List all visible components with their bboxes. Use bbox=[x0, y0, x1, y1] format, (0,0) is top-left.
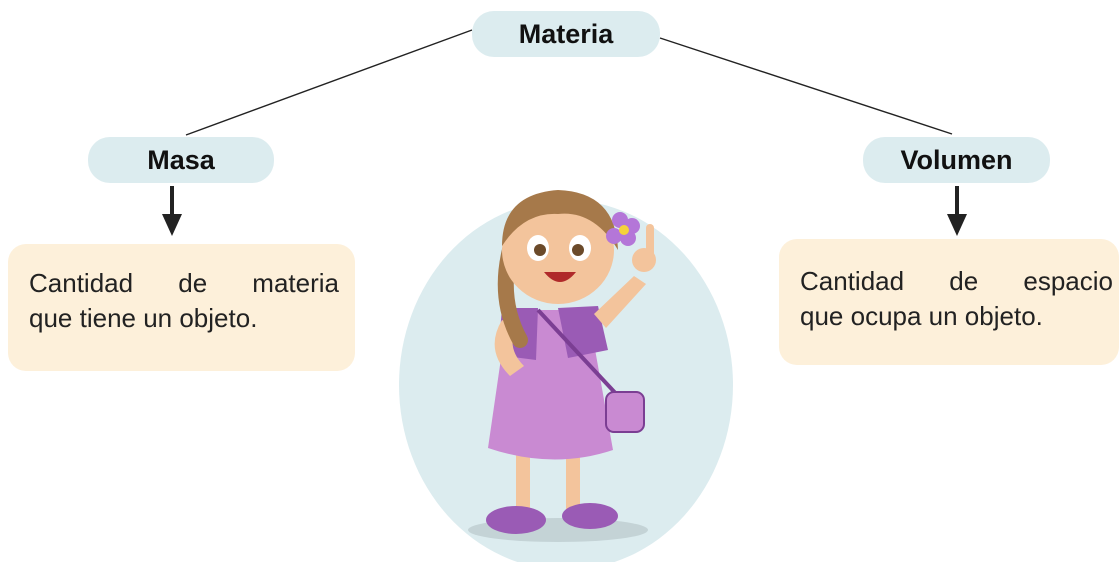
branch-node-volumen: Volumen bbox=[863, 137, 1050, 183]
branch-node-masa: Masa bbox=[88, 137, 274, 183]
definition-volumen-line-1: Cantidad de espacio bbox=[800, 266, 1113, 296]
definition-masa-line-1: Cantidad de materia bbox=[29, 268, 339, 298]
branch-node-volumen-label: Volumen bbox=[900, 144, 1013, 175]
hair-flower-icon bbox=[606, 212, 640, 246]
left-shoe bbox=[486, 506, 546, 534]
shoulder-bag bbox=[605, 391, 645, 433]
arrow-down-icon bbox=[947, 186, 967, 236]
girl-pointing-up-icon bbox=[399, 190, 733, 562]
connector-root-to-masa bbox=[185, 29, 473, 136]
definition-box-volumen: Cantidad de espacio que ocupa un objeto. bbox=[779, 239, 1119, 365]
connector-root-to-volumen bbox=[659, 37, 953, 135]
branch-node-masa-label: Masa bbox=[147, 144, 215, 175]
definition-volumen-line-2: que ocupa un objeto. bbox=[800, 301, 1043, 331]
definition-masa-line-2: que tiene un objeto. bbox=[29, 303, 258, 333]
face bbox=[502, 196, 614, 304]
root-node-materia: Materia bbox=[472, 11, 660, 57]
right-shoe bbox=[562, 503, 618, 529]
root-node-label: Materia bbox=[518, 18, 614, 49]
arrow-down-icon bbox=[162, 186, 182, 236]
definition-box-masa: Cantidad de materia que tiene un objeto. bbox=[8, 244, 355, 371]
